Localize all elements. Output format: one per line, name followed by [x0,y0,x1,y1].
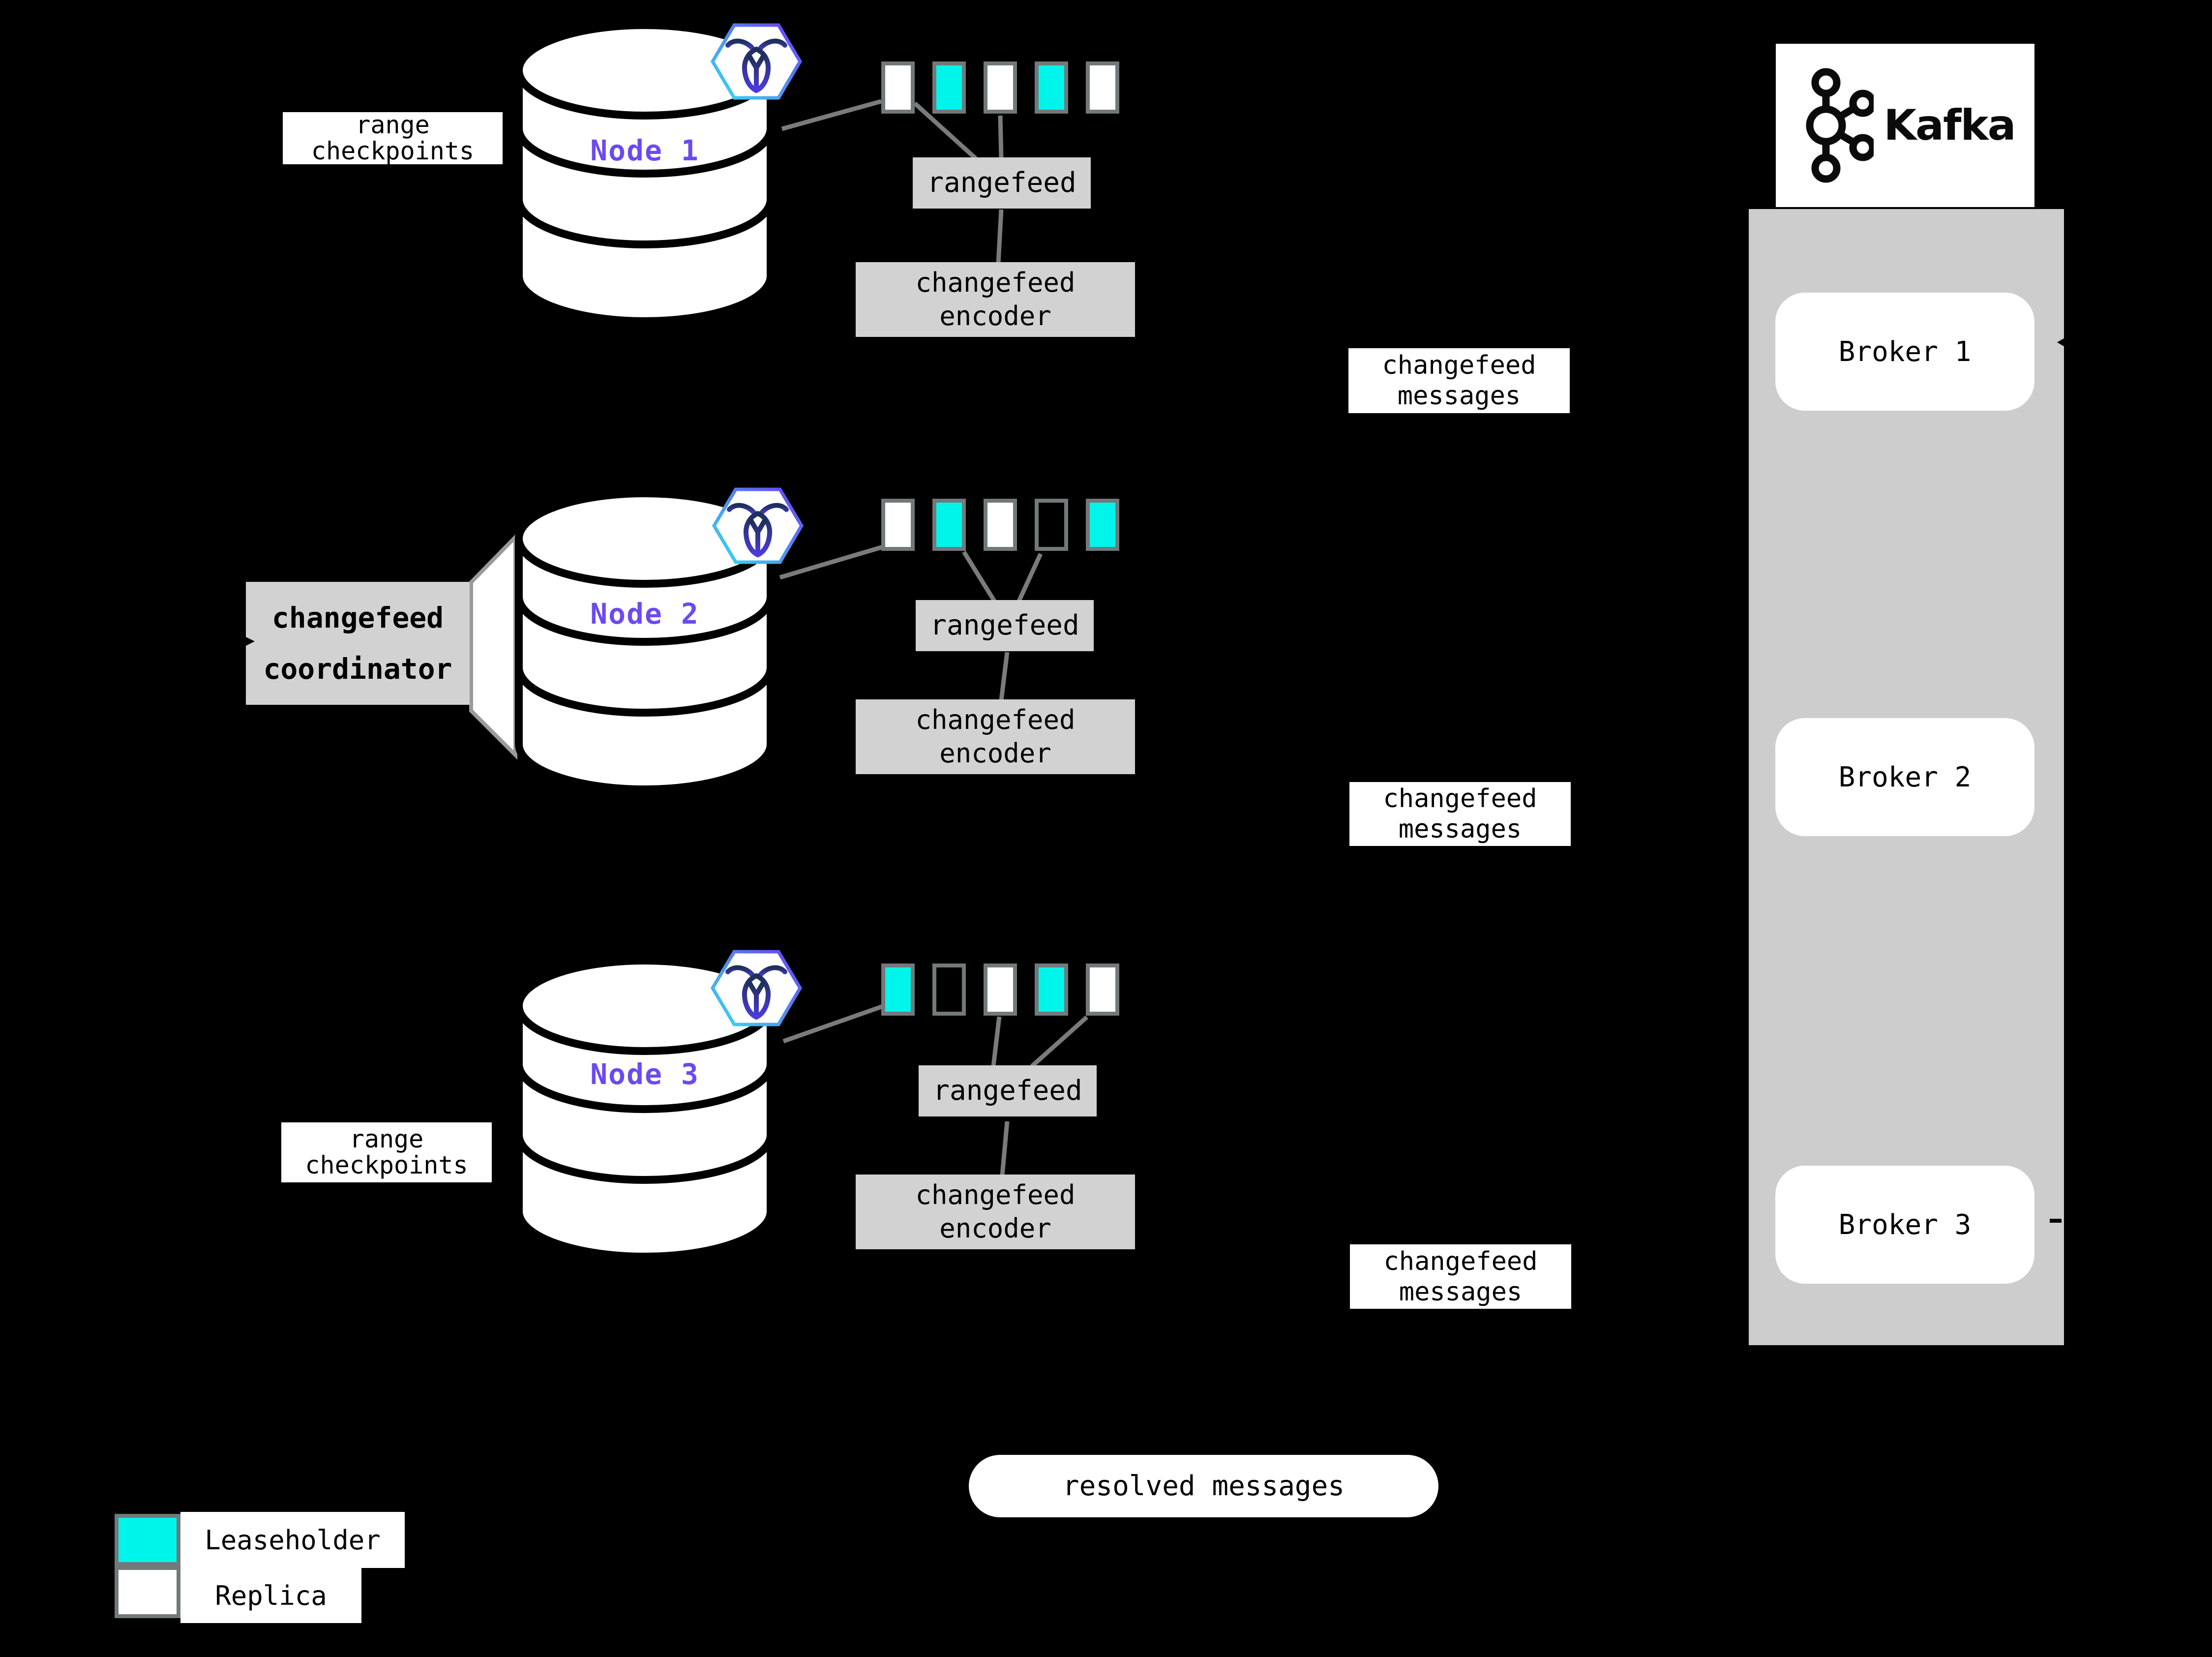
range-square [984,61,1017,114]
kafka-panel: Broker 1 Broker 2 Broker 3 [1749,209,2064,1345]
changefeed-encoder-box: changefeed encoder [856,1175,1135,1249]
range-square [1086,61,1119,114]
kafka-logo-box: Kafka [1776,44,2034,207]
node2-cylinder [514,489,776,797]
node2-label: Node 2 [590,597,699,631]
changefeed-encoder-box: changefeed encoder [856,262,1135,337]
range-square [881,964,915,1016]
range-square [1086,964,1119,1016]
range-square [881,61,915,114]
kafka-wordmark: Kafka [1883,101,2016,150]
range-square [932,61,966,114]
range-square [881,499,915,551]
changefeed-messages-label: changefeed messages [1350,1244,1571,1309]
rangefeed-box: rangefeed [919,1065,1097,1116]
rangefeed-label: rangefeed [927,167,1076,199]
cockroachdb-logo-icon [711,485,805,567]
arrowhead-icon [239,633,255,649]
range-square [984,499,1017,551]
node1-cylinder [514,21,776,329]
rangefeed-label: rangefeed [930,609,1079,641]
legend-replica-label: Replica [180,1568,361,1623]
rangefeed-box: rangefeed [916,600,1094,651]
changefeed-messages-label: changefeed messages [1348,348,1570,413]
kafka-logo-icon [1795,64,1874,187]
changefeed-messages-label: changefeed messages [1349,782,1571,846]
range-checkpoints-label: range checkpoints [281,1122,492,1182]
range-square [932,499,966,551]
legend-replica-swatch [115,1566,180,1618]
node3-label: Node 3 [590,1057,699,1091]
range-square [1035,499,1068,551]
node1-label: Node 1 [590,134,699,167]
node3-cylinder [514,957,776,1264]
range-checkpoints-label: range checkpoints [283,112,503,164]
range-square [1035,61,1068,114]
broker-box: Broker 2 [1775,718,2034,836]
broker-box: Broker 3 [1775,1166,2034,1284]
rangefeed-label: rangefeed [933,1075,1082,1107]
range-square [1035,964,1068,1016]
changefeed-encoder-box: changefeed encoder [856,699,1135,774]
resolved-messages-pill: resolved messages [969,1455,1438,1517]
legend-leaseholder-swatch [115,1514,180,1566]
broker-box: Broker 1 [1775,293,2034,411]
legend-leaseholder-label: Leaseholder [180,1512,405,1568]
range-square [1086,499,1119,551]
changefeed-coordinator-label: changefeed coordinator [246,582,470,705]
cockroachdb-logo-icon [710,21,803,102]
arrowhead-icon [2050,1219,2062,1223]
coordinator-ribbon [469,532,517,760]
arrowhead-icon [2057,333,2072,351]
range-square [984,964,1017,1016]
cockroachdb-logo-icon [710,947,803,1029]
rangefeed-box: rangefeed [913,157,1091,209]
range-square [932,964,966,1016]
